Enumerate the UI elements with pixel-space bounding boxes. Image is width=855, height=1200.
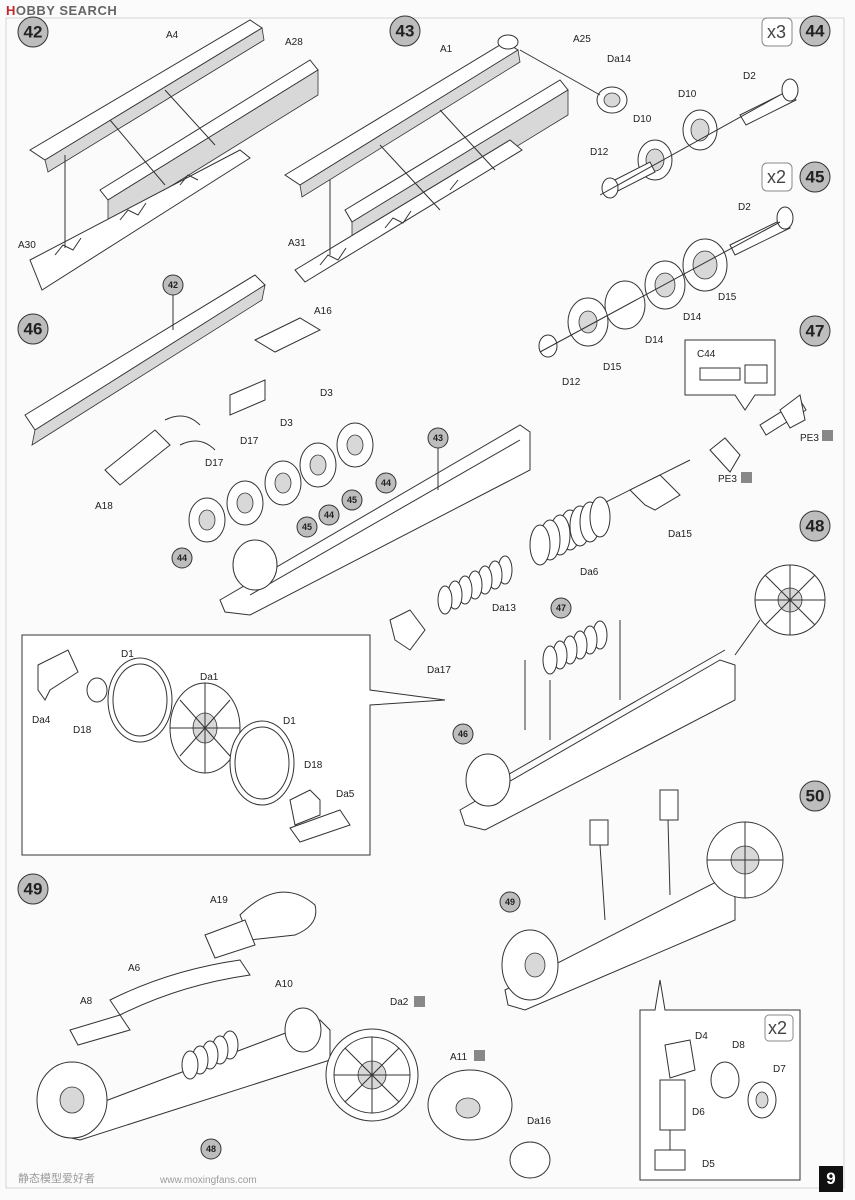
step-number: 42	[24, 23, 43, 42]
ref-47: 47	[556, 603, 566, 613]
step-48: 48 47 46	[452, 510, 831, 831]
label-D1: D1	[283, 716, 296, 727]
label-Da4: Da4	[32, 715, 51, 726]
label-Da2: Da2	[390, 997, 409, 1008]
ref-45: 45	[347, 495, 357, 505]
step-number: 50	[806, 787, 825, 806]
step-49: 49 48 A19 A6 A8 A10 Da2 A11 Da16	[17, 873, 551, 1179]
label-D14: D14	[683, 312, 702, 323]
label-D15: D15	[603, 362, 622, 373]
watermark-cn: 静态模型爱好者	[18, 1172, 95, 1185]
label-Da13: Da13	[492, 603, 516, 614]
detail-idler-wheel: D1 Da1 Da4 D18 D1 D18 Da5	[21, 634, 446, 856]
label-D17: D17	[240, 436, 259, 447]
label-A30: A30	[18, 240, 36, 251]
step-42: 42 A4 A28 A30	[17, 16, 319, 291]
label-D2: D2	[738, 202, 751, 213]
ref-49: 49	[505, 897, 515, 907]
step-number: 46	[24, 320, 43, 339]
label-A25: A25	[573, 34, 591, 45]
label-D2: D2	[743, 71, 756, 82]
label-D3: D3	[280, 418, 293, 429]
label-D14: D14	[645, 335, 664, 346]
multiplier-x3: x3	[767, 22, 786, 42]
label-D10: D10	[678, 89, 697, 100]
step-45: x2 45 D2 D15 D14 D14 D15 D12	[538, 161, 831, 388]
label-Da16: Da16	[527, 1116, 551, 1127]
label-A31: A31	[288, 238, 306, 249]
label-D12: D12	[562, 377, 581, 388]
multiplier-x2: x2	[767, 167, 786, 187]
label-D1: D1	[121, 649, 134, 660]
label-Da5: Da5	[336, 789, 355, 800]
label-Da6: Da6	[580, 567, 599, 578]
label-A8: A8	[80, 996, 93, 1007]
label-D6: D6	[692, 1107, 705, 1118]
step-number: 47	[806, 322, 825, 341]
label-A11: A11	[450, 1052, 467, 1063]
step-number: 49	[24, 880, 43, 899]
label-A28: A28	[285, 37, 303, 48]
label-A10: A10	[275, 979, 293, 990]
watermark-logo: HOBBY SEARCH	[6, 3, 118, 18]
ref-44: 44	[177, 553, 187, 563]
label-Da14: Da14	[607, 54, 631, 65]
ref-42: 42	[168, 280, 178, 290]
label-Da15: Da15	[668, 529, 692, 540]
step-47: 47 C44 PE3 PE3	[389, 315, 833, 676]
label-A6: A6	[128, 963, 141, 974]
step-43: 43 A1 A25 A31	[284, 15, 591, 283]
label-D5: D5	[702, 1159, 715, 1170]
label-D8: D8	[732, 1040, 745, 1051]
ref-44: 44	[324, 510, 334, 520]
label-A18: A18	[95, 501, 113, 512]
label-D4: D4	[695, 1031, 708, 1042]
label-Da1: Da1	[200, 672, 219, 683]
label-A19: A19	[210, 895, 228, 906]
label-D18: D18	[304, 760, 323, 771]
ref-44: 44	[381, 478, 391, 488]
label-Da17: Da17	[427, 665, 451, 676]
ref-46: 46	[458, 729, 468, 739]
multiplier-x2: x2	[768, 1018, 787, 1038]
label-D15: D15	[718, 292, 737, 303]
label-A4: A4	[166, 30, 179, 41]
step-number: 44	[806, 22, 825, 41]
ref-48: 48	[206, 1144, 216, 1154]
label-A16: A16	[314, 306, 332, 317]
step-number: 45	[806, 168, 825, 187]
label-D18: D18	[73, 725, 92, 736]
label-PE3: PE3	[718, 474, 737, 485]
label-A1: A1	[440, 44, 453, 55]
label-D10: D10	[633, 114, 652, 125]
label-D12: D12	[590, 147, 609, 158]
step-46: 46 42 43 44 45 44 45 44	[17, 274, 531, 616]
step-number: 48	[806, 517, 825, 536]
label-D7: D7	[773, 1064, 786, 1075]
ref-45: 45	[302, 522, 312, 532]
page-number: 9	[819, 1166, 843, 1192]
step-50: 50 49 x2 D4 D8 D7 D6 D5	[499, 780, 831, 1181]
step-number: 43	[396, 22, 415, 41]
label-D17: D17	[205, 458, 224, 469]
ref-43: 43	[433, 433, 443, 443]
label-C44: C44	[697, 349, 716, 360]
label-PE3: PE3	[800, 433, 819, 444]
label-D3: D3	[320, 388, 333, 399]
watermark-url: www.moxingfans.com	[160, 1175, 257, 1186]
step-44: x3 44 Da14 D2 D10 D10 D12	[519, 15, 831, 199]
